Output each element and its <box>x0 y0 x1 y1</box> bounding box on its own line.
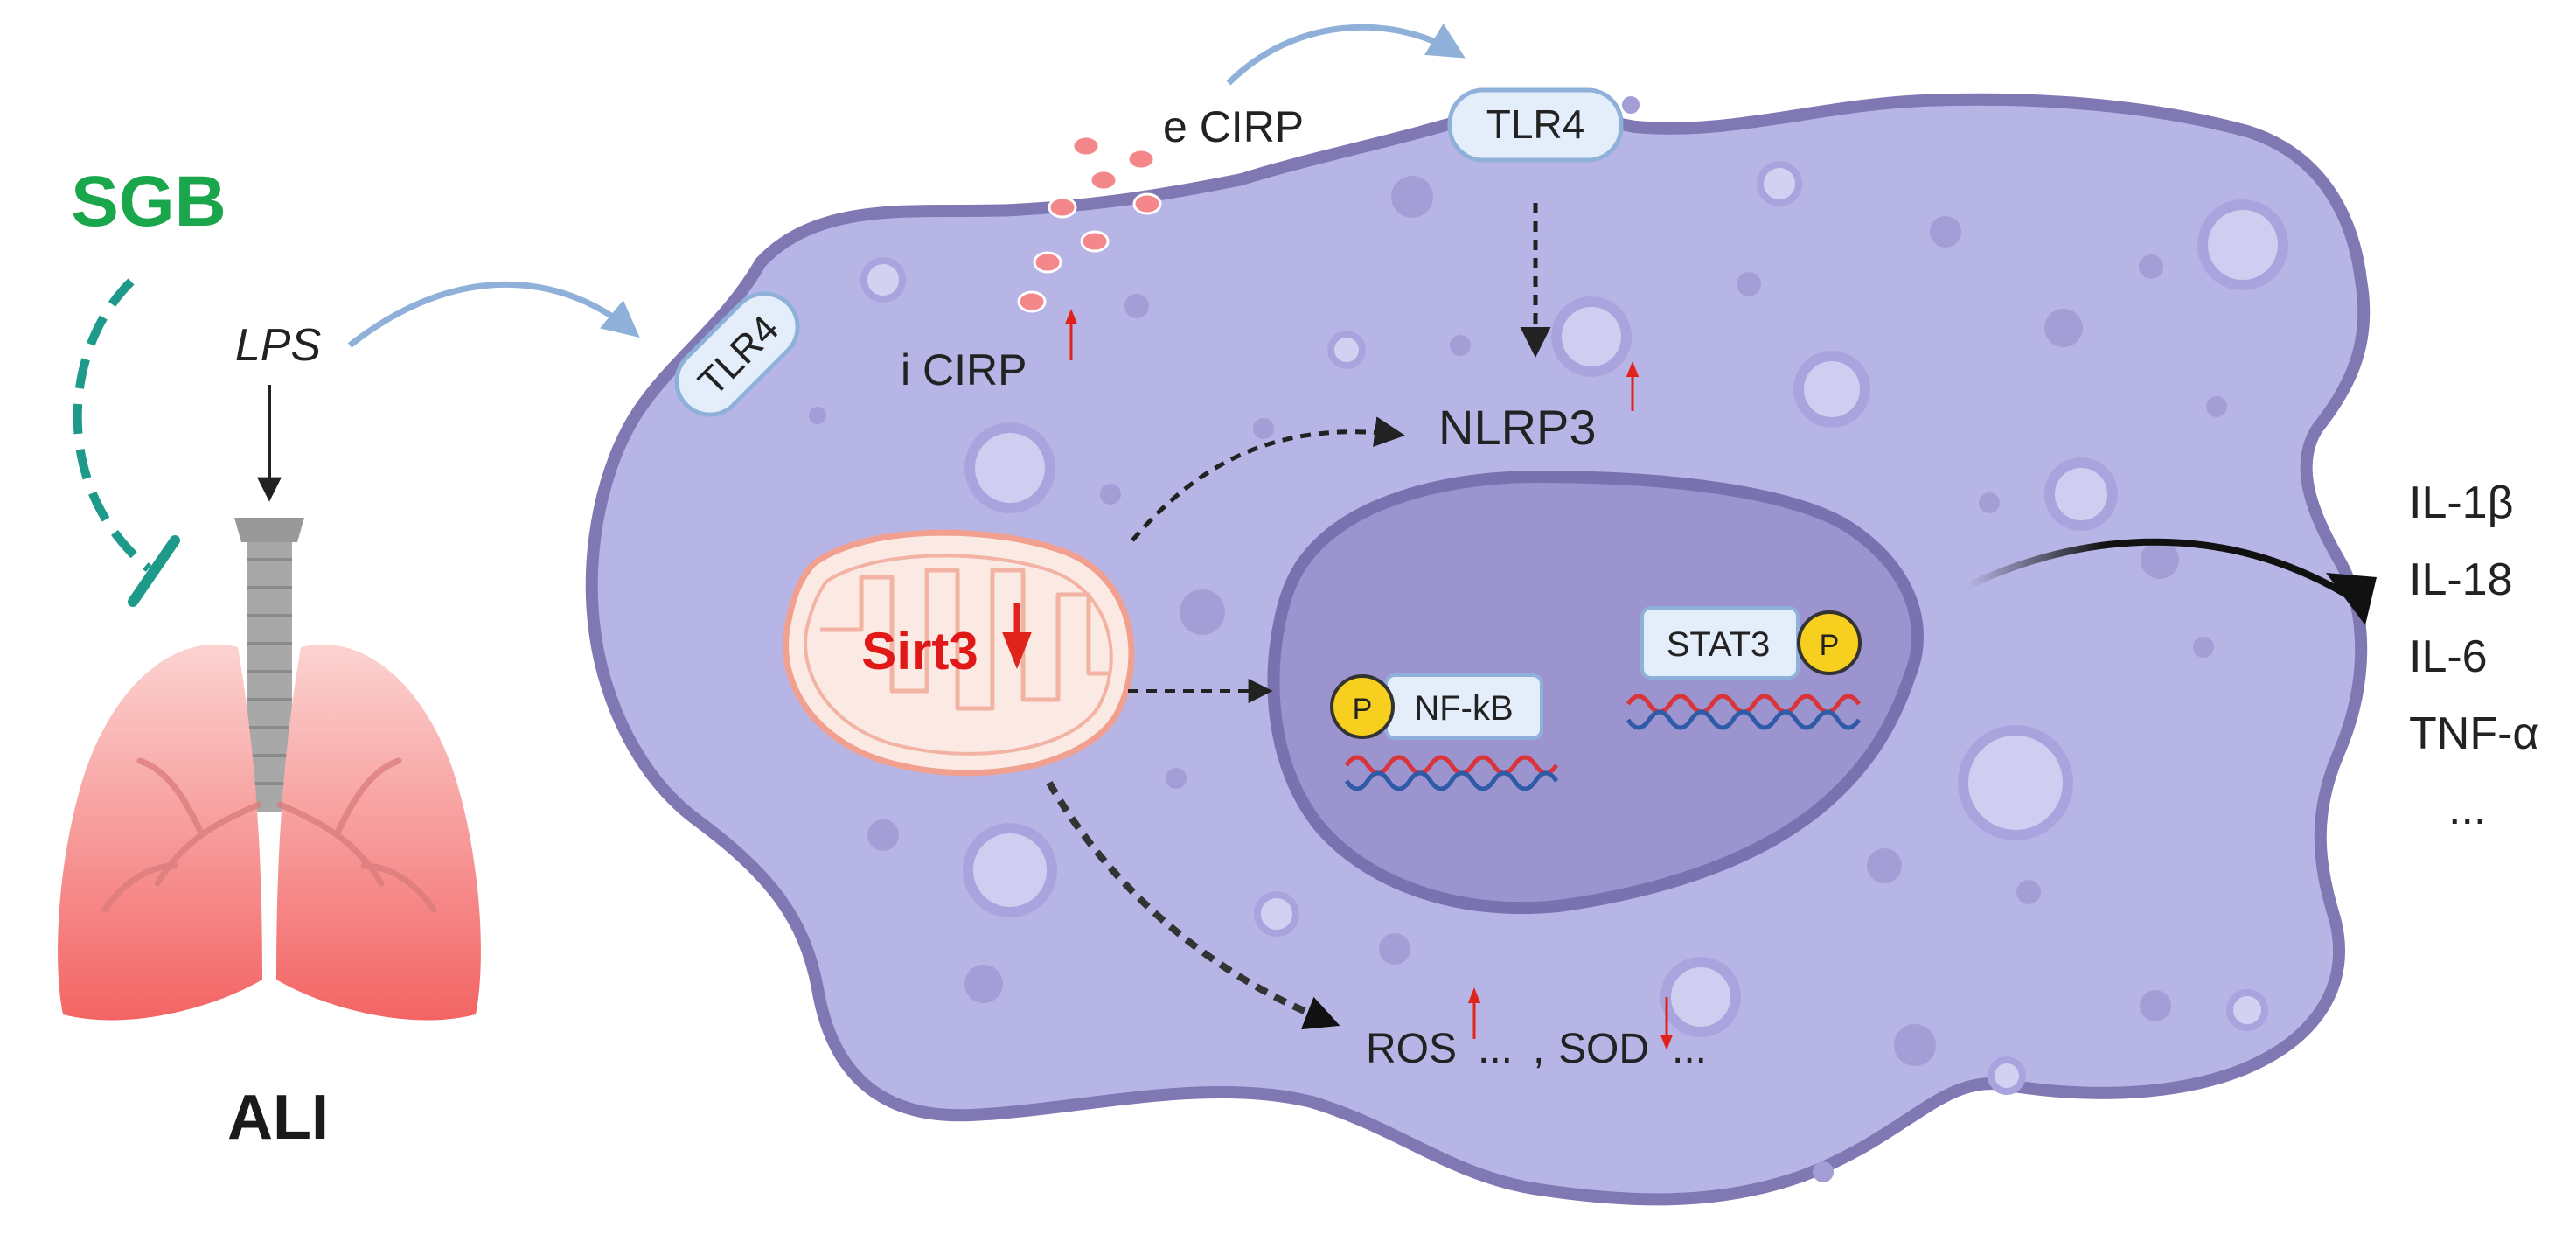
cytokine-release-arrow <box>1966 538 2364 607</box>
i-cirp-label: i CIRP <box>901 345 1027 394</box>
mitochondrion-icon <box>783 529 1135 777</box>
vesicles <box>809 96 2288 1182</box>
ali-label: ALI <box>227 1083 329 1153</box>
sirt3-to-ros-sod-arrow <box>1046 781 1340 1030</box>
stat3-label: STAT3 <box>1667 625 1771 664</box>
sod-label: SOD <box>1558 1026 1649 1072</box>
phosphate-icon: P <box>1330 674 1395 739</box>
lungs-icon <box>58 518 481 1021</box>
nlrp3-label: NLRP3 <box>1438 400 1597 455</box>
nfkb-complex: NF-kB P <box>1330 673 1543 740</box>
cytokine-item: IL-1β <box>2409 478 2514 528</box>
sod-ellipsis: ... <box>1672 1026 1707 1072</box>
nucleus <box>1267 470 1924 915</box>
sirt3-label: Sirt3 <box>861 622 978 680</box>
stat3-phospho-label: P <box>1820 629 1840 662</box>
cytokine-release-arrowhead <box>2326 573 2377 625</box>
cirp-particle-icon <box>1017 135 1162 313</box>
ros-sod-line: ROS ... , SOD ... <box>1366 1026 1707 1072</box>
inhibition-arc <box>73 278 152 572</box>
cytokine-item: ... <box>2448 784 2486 834</box>
tlr4-top-label: TLR4 <box>1486 101 1584 147</box>
ecirp-to-tlr4-arrow <box>1226 23 1466 86</box>
ros-ellipsis: ... <box>1478 1026 1513 1072</box>
stat3-complex: STAT3 P <box>1640 606 1862 680</box>
cytokine-list: IL-1β IL-18 IL-6 TNF-α ... <box>2409 478 2538 834</box>
inhibition-bar <box>128 535 180 607</box>
e-cirp-label: e CIRP <box>1163 102 1304 151</box>
nfkb-label: NF-kB <box>1414 689 1513 728</box>
sgb-label: SGB <box>71 162 226 241</box>
ros-label: ROS <box>1366 1026 1457 1072</box>
cytokine-item: IL-18 <box>2409 554 2513 605</box>
dna-icon <box>1344 755 1559 791</box>
sirt3-to-nlrp3-arrow <box>1131 416 1405 542</box>
nfkb-phospho-label: P <box>1353 693 1373 726</box>
dna-icon <box>1626 694 1862 730</box>
lps-to-cell-arrow <box>347 281 640 348</box>
ros-sod-comma: , <box>1533 1026 1544 1072</box>
cytokine-item: TNF-α <box>2409 708 2538 759</box>
lps-label: LPS <box>235 320 322 371</box>
tlr4-top-receptor: TLR4 <box>1447 87 1624 163</box>
cytokine-item: IL-6 <box>2409 631 2488 682</box>
phosphate-icon: P <box>1797 610 1862 675</box>
